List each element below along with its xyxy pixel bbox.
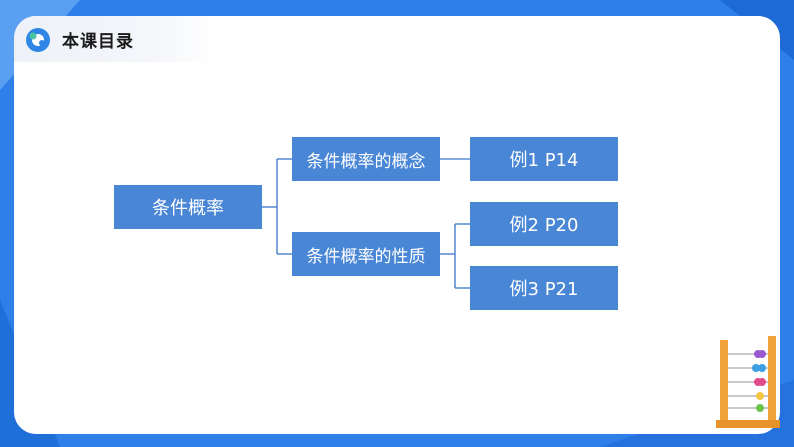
- logo-icon: [24, 26, 52, 54]
- example-node-2: 例2 P20: [470, 202, 618, 246]
- branch-node-property: 条件概率的性质: [292, 232, 440, 276]
- abacus-icon: [712, 332, 784, 432]
- example-node-1: 例1 P14: [470, 137, 618, 181]
- page-title: 本课目录: [62, 32, 134, 52]
- example-node-3: 例3 P21: [470, 266, 618, 310]
- root-node: 条件概率: [114, 185, 262, 229]
- branch-node-concept: 条件概率的概念: [292, 137, 440, 181]
